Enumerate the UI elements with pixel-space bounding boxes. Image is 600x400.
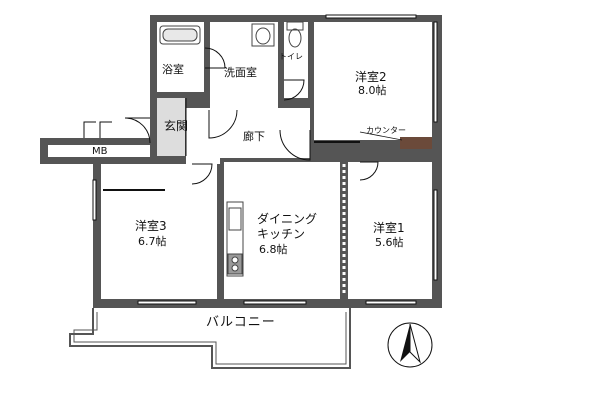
washroom-room xyxy=(210,22,278,108)
dk-size: 6.8帖 xyxy=(259,243,288,256)
entrance-label: 玄関 xyxy=(164,119,189,133)
hallway-room xyxy=(186,108,310,158)
toilet-room xyxy=(284,22,308,98)
dk-label-line1: ダイニング xyxy=(257,212,318,226)
counter-top xyxy=(400,137,432,149)
toilet-icon xyxy=(286,21,304,48)
mb-room xyxy=(48,145,150,157)
western3-label: 洋室3 xyxy=(135,219,167,233)
western2-label: 洋室2 xyxy=(355,70,387,84)
western2-room xyxy=(314,22,432,140)
dk-label-line2: キッチン xyxy=(257,227,306,241)
western1-size: 5.6帖 xyxy=(375,236,404,249)
toilet-label: トイレ xyxy=(279,52,303,61)
windows xyxy=(92,14,438,305)
washroom-label: 洗面室 xyxy=(224,66,257,79)
balcony-outline xyxy=(69,308,351,369)
door-swings xyxy=(83,47,379,185)
bathtub-icon xyxy=(159,25,201,45)
western3-size: 6.7帖 xyxy=(138,235,167,248)
hall-lower xyxy=(186,150,220,164)
western2-size: 8.0帖 xyxy=(358,84,387,97)
western1-room xyxy=(348,162,432,299)
mb-label: MB xyxy=(92,146,108,157)
entrance-floor xyxy=(157,98,185,156)
western3-room xyxy=(101,164,217,299)
bath-label: 浴室 xyxy=(162,63,184,76)
kitchen-counter-icon xyxy=(226,201,244,277)
hallway-label: 廊下 xyxy=(243,130,265,143)
north-arrow-icon xyxy=(387,322,433,368)
balcony-label: バルコニー xyxy=(206,315,276,330)
closet-rails xyxy=(103,141,360,191)
western1-label: 洋室1 xyxy=(373,221,405,235)
counter-label: カウンター xyxy=(366,126,406,135)
wash-basin-icon xyxy=(251,23,275,47)
